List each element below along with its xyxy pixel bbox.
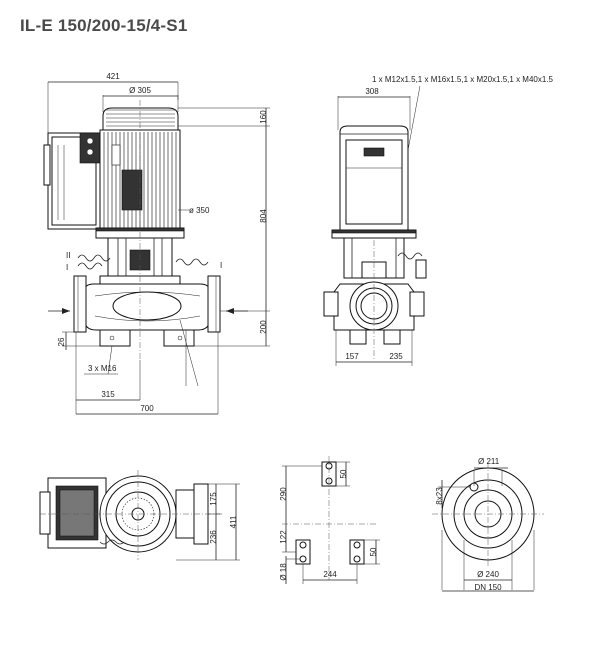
dim-235: 235 — [389, 352, 403, 361]
dim-122: 122 — [279, 530, 288, 544]
dim-50-bottom: 50 — [369, 547, 378, 556]
dim-236: 236 — [209, 530, 218, 544]
dim-dn150: DN 150 — [474, 583, 502, 592]
dim-804: 804 — [259, 209, 268, 223]
cable-glands-label: 1 x M12x1.5,1 x M16x1.5,1 x M20x1.5,1 x … — [372, 75, 554, 84]
dim-211: Ø 211 — [478, 457, 500, 466]
dim-200: 200 — [259, 320, 268, 334]
dim-411: 411 — [229, 515, 238, 528]
side-view: 1 x M12x1.5,1 x M16x1.5,1 x M20x1.5,1 x … — [323, 75, 554, 366]
dim-160: 160 — [259, 110, 268, 124]
dim-315: 315 — [101, 390, 115, 399]
dim-421: 421 — [106, 72, 120, 81]
dim-700: 700 — [140, 404, 154, 413]
dim-305: Ø 305 — [129, 86, 151, 95]
dim-350: ø 350 — [189, 206, 210, 215]
front-view: 421 Ø 305 — [43, 72, 270, 415]
dim-26: 26 — [57, 337, 66, 346]
dim-175: 175 — [209, 492, 218, 506]
foot-view: 50 50 290 122 Ø 18 244 — [279, 456, 380, 584]
dim-290: 290 — [279, 487, 288, 501]
flange-view: Ø 211 8x23 Ø 240 DN 150 — [432, 457, 544, 592]
top-view: 175 236 411 — [39, 470, 240, 561]
dim-244: 244 — [323, 570, 337, 579]
page-title: IL-E 150/200-15/4-S1 — [20, 16, 188, 35]
label-i-right: I — [220, 261, 222, 270]
dim-50-top: 50 — [339, 469, 348, 478]
dim-m16: 3 x M16 — [88, 364, 117, 373]
dim-8x23: 8x23 — [435, 487, 444, 505]
dim-308: 308 — [365, 87, 379, 96]
label-i: I — [66, 263, 68, 272]
dim-240: Ø 240 — [477, 570, 499, 579]
dim-18: Ø 18 — [279, 563, 288, 581]
label-ii: II — [66, 251, 70, 260]
dim-157: 157 — [345, 352, 359, 361]
